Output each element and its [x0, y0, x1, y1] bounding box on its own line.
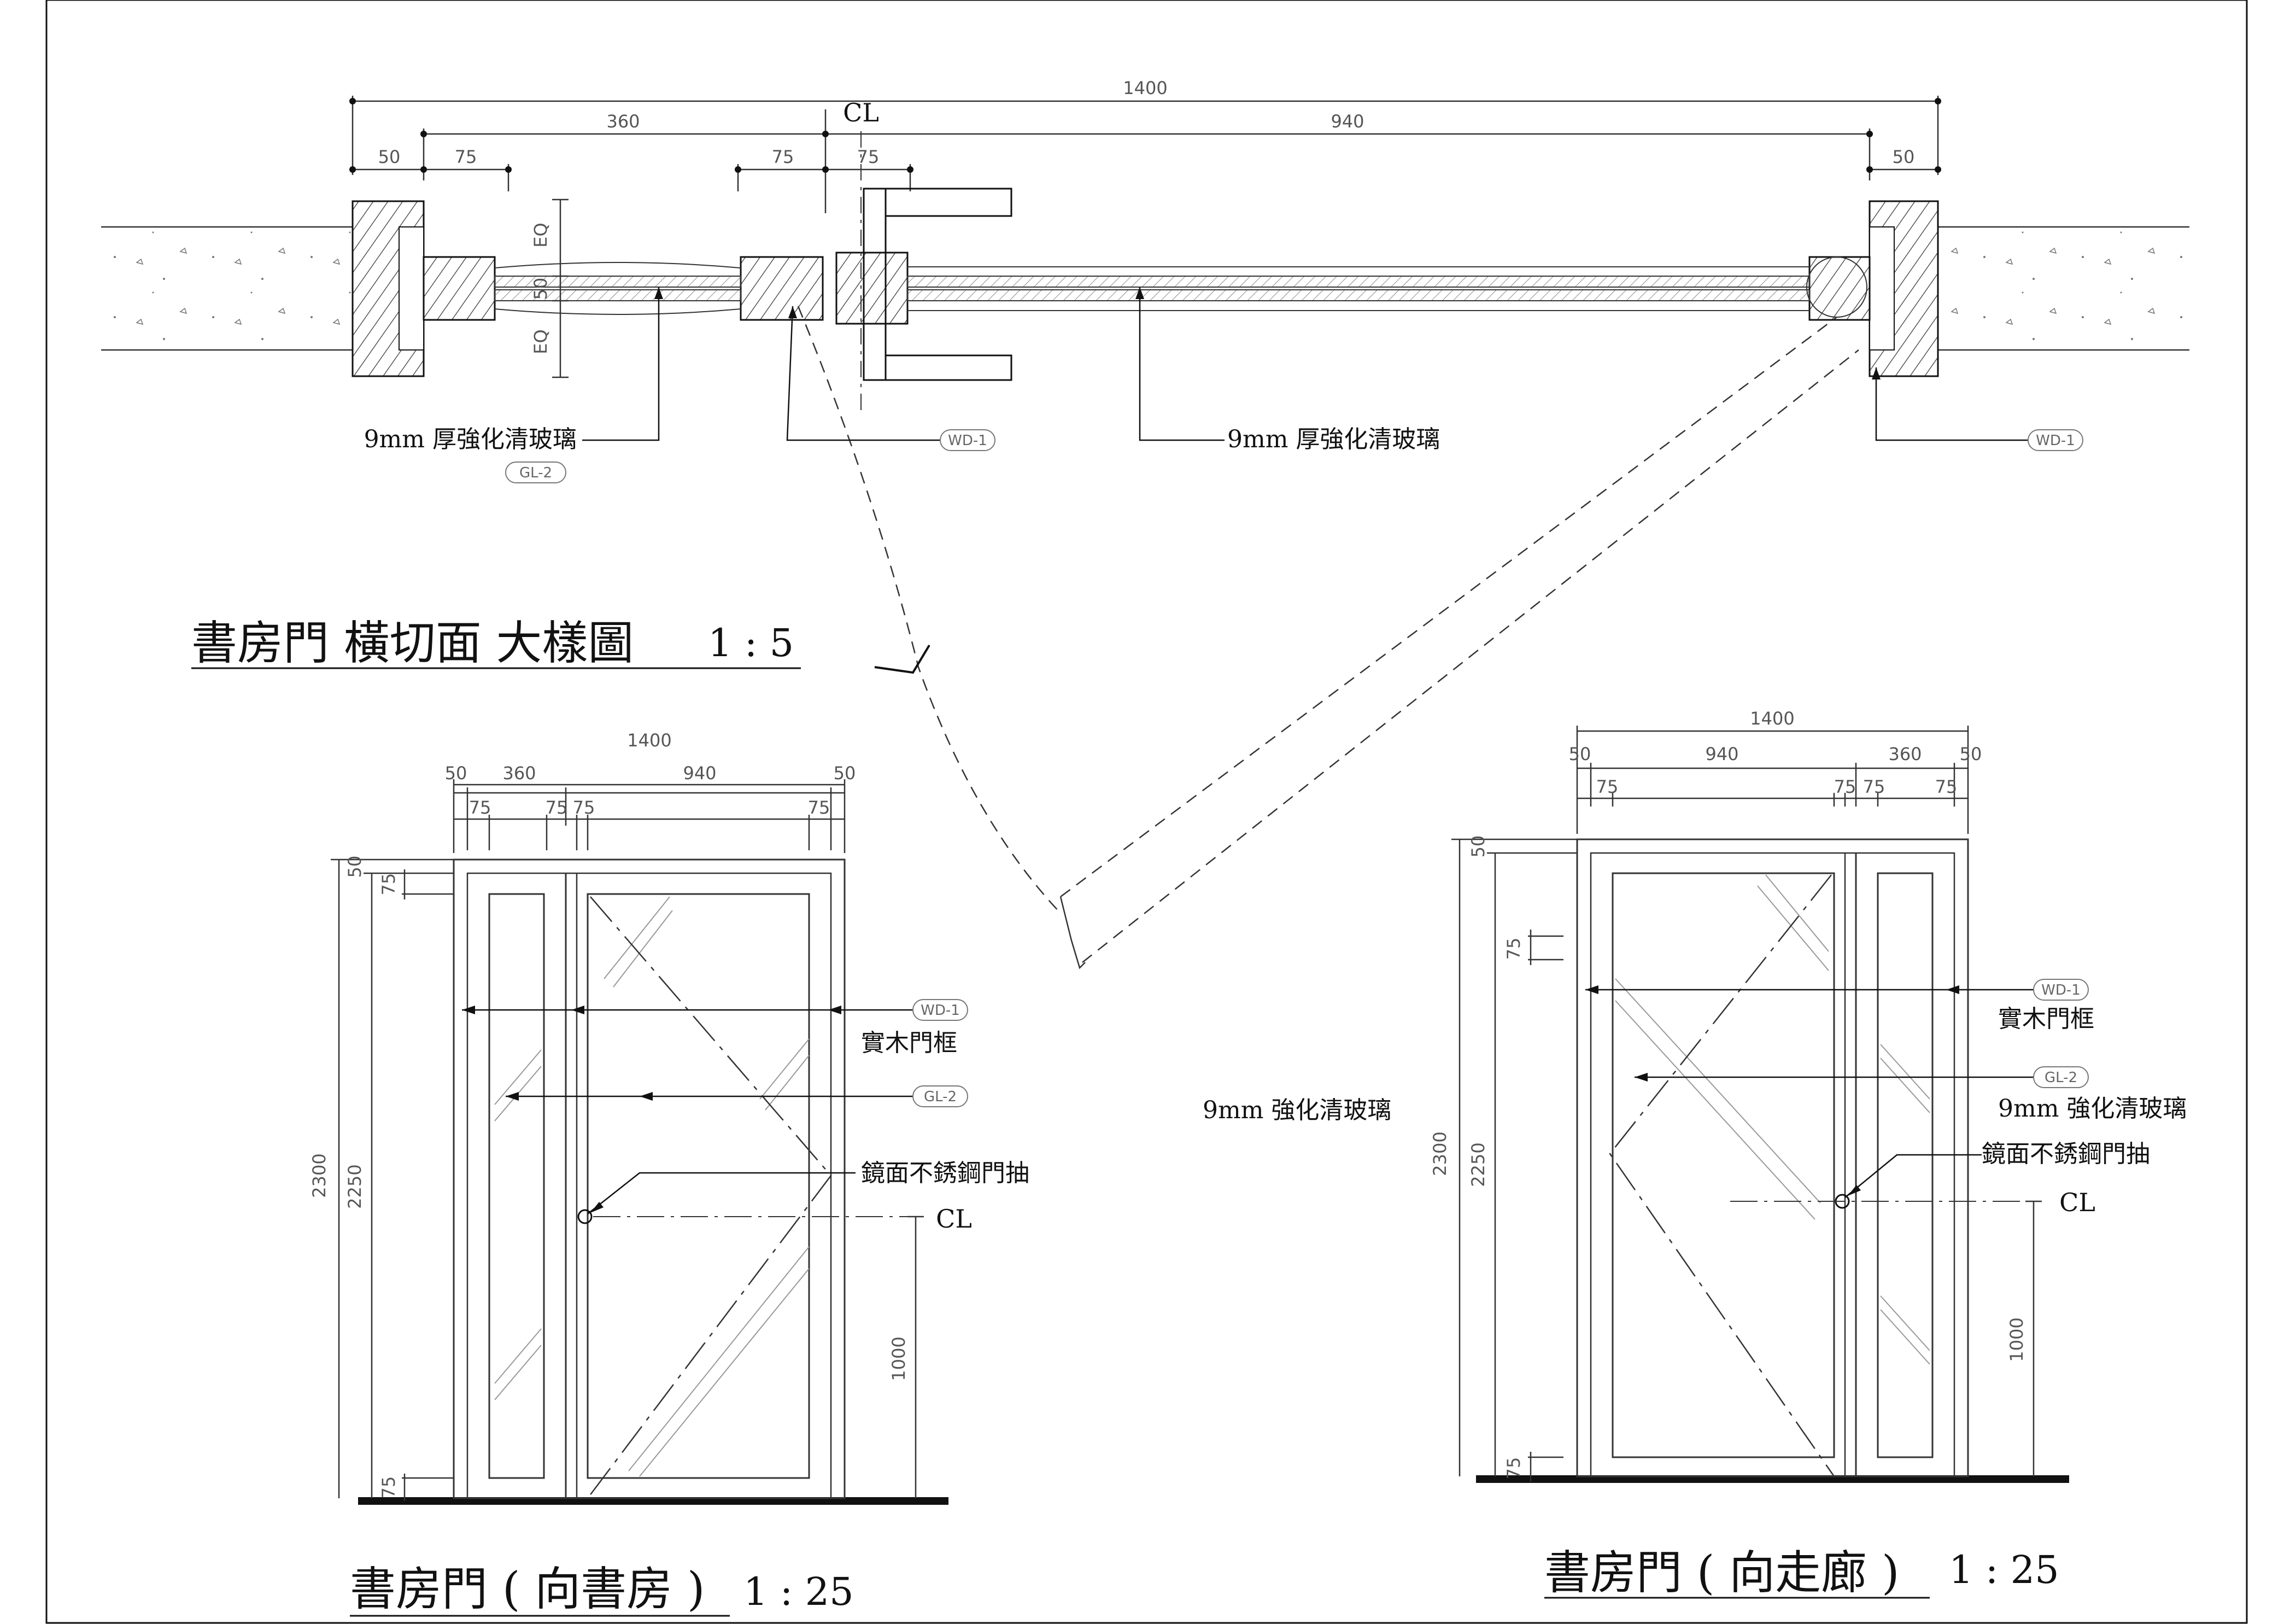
dim-right-jamb: 50: [1893, 147, 1915, 167]
dim-75a-right: 75: [1596, 776, 1619, 797]
elevation-left-scale: 1 : 25: [743, 1569, 854, 1614]
tag-gl2-left: GL-2: [924, 1089, 957, 1105]
door-open-leaf: [1060, 316, 1859, 963]
door-swing-arc: [797, 306, 1061, 914]
dim-mid-stile-a: 75: [772, 147, 794, 167]
label-glass-right: 9mm 強化清玻璃: [1998, 1095, 2187, 1123]
dim-height-total-right: 2300: [1430, 1131, 1450, 1176]
dim-bottom75-right: 75: [1503, 1457, 1524, 1480]
dim-right-span: 940: [1331, 111, 1364, 132]
side-panel-right: [1877, 872, 1934, 1458]
side-panel-left: [488, 893, 545, 1479]
tag-wd1-right: WD-1: [2036, 433, 2075, 449]
dim-handle-height-left: 1000: [888, 1336, 909, 1381]
dim-top75-left: 75: [378, 873, 399, 896]
elevation-left: 1400 50 360 940 50 75 75 75 75 2300 2250…: [309, 730, 1029, 1617]
dim-360-left: 360: [502, 763, 536, 784]
swing-lines-left: [587, 896, 832, 1499]
tag-wd1-center: WD-1: [948, 433, 987, 449]
tag-wd1-right-elev: WD-1: [2041, 982, 2081, 998]
label-handle-left: 鏡面不銹鋼門抽: [861, 1159, 1029, 1187]
dim-left-span: 360: [606, 111, 640, 132]
swing-lines-right: [1609, 874, 1835, 1477]
dim-top50-right: 50: [1468, 836, 1489, 858]
pull-handle-plan: [863, 188, 1012, 381]
dim-50a-left: 50: [445, 763, 467, 784]
section-scale: 1 : 5: [708, 621, 794, 665]
label-frame-left: 實木門框: [861, 1029, 957, 1057]
centerline-right: CL: [2059, 1188, 2095, 1217]
dim-75d-left: 75: [808, 797, 830, 818]
label-frame-right: 實木門框: [1998, 1005, 2094, 1033]
dim-handle-height-right: 1000: [2006, 1317, 2027, 1362]
dim-eq-top: EQ: [530, 223, 551, 247]
handle-left: [577, 1209, 593, 1224]
elevation-right: 1400 50 940 360 50 75 75 75 75 2300 2250…: [1430, 708, 2187, 1599]
wall-left: [101, 227, 353, 350]
note-glass-center: 9mm 強化清玻璃: [1203, 1096, 1391, 1124]
dim-360-right: 360: [1888, 744, 1922, 764]
dim-left-jamb: 50: [378, 147, 401, 167]
wall-right: [1938, 227, 2189, 350]
elevation-right-scale: 1 : 25: [1949, 1547, 2059, 1592]
dim-50b-right: 50: [1960, 744, 1982, 764]
dim-75d-right: 75: [1935, 776, 1958, 797]
elevation-right-title: 書房門 ( 向走廊 ): [1544, 1546, 1900, 1599]
tag-gl2-right: GL-2: [2045, 1070, 2077, 1086]
dim-940-left: 940: [683, 763, 716, 784]
note-glass-right: 9mm 厚強化清玻璃: [1227, 425, 1440, 453]
side-glass-section: [494, 276, 741, 288]
sheet-border: [45, 0, 2248, 1624]
dim-height-door-left: 2250: [344, 1164, 365, 1208]
dim-75b-right: 75: [1834, 776, 1856, 797]
door-leaf-left: [587, 893, 810, 1479]
section-title: 書房門 橫切面 大樣圖: [191, 616, 634, 670]
dim-height-door-right: 2250: [1468, 1142, 1489, 1187]
dim-height-total-left: 2300: [309, 1153, 330, 1197]
dim-eq-bottom: EQ: [530, 329, 551, 354]
side-stile-right: [740, 256, 824, 321]
dim-75c-right: 75: [1863, 776, 1885, 797]
dim-bottom75-left: 75: [378, 1476, 399, 1499]
dim-50b-left: 50: [834, 763, 856, 784]
centerline-mark: CL: [843, 98, 879, 127]
door-glass-section: [907, 276, 1810, 288]
dim-mid-stile-b: 75: [857, 147, 880, 167]
door-frame-right: [1576, 838, 1969, 1477]
dim-overall-right: 1400: [1750, 708, 1794, 729]
note-glass-left: 9mm 厚強化清玻璃: [364, 425, 577, 453]
dim-50a-right: 50: [1569, 744, 1591, 764]
dim-75c-left: 75: [573, 797, 595, 818]
side-stile-left: [423, 256, 496, 321]
centerline-left: CL: [936, 1204, 972, 1234]
dim-overall-left: 1400: [627, 730, 671, 751]
door-leaf-right: [1612, 872, 1835, 1458]
dim-75a-left: 75: [469, 797, 491, 818]
dim-overall: 1400: [1123, 78, 1167, 98]
dim-mid75-right: 75: [1503, 938, 1524, 960]
dim-eq-mid: 50: [530, 278, 551, 300]
dim-940-right: 940: [1705, 744, 1738, 764]
section-detail: 1400 360 940 50 75 75 75 50 CL: [101, 78, 2189, 969]
dim-75b-left: 75: [546, 797, 568, 818]
elevation-left-title: 書房門 ( 向書房 ): [350, 1562, 705, 1616]
dim-top50-left: 50: [344, 856, 365, 878]
label-handle-right: 鏡面不銹鋼門抽: [1982, 1140, 2150, 1168]
door-stile-hinge: [835, 252, 909, 325]
door-frame-left: [453, 858, 846, 1499]
dim-left-stile: 75: [455, 147, 477, 167]
tag-gl2-section: GL-2: [519, 465, 552, 481]
tag-wd1-left: WD-1: [921, 1002, 960, 1019]
